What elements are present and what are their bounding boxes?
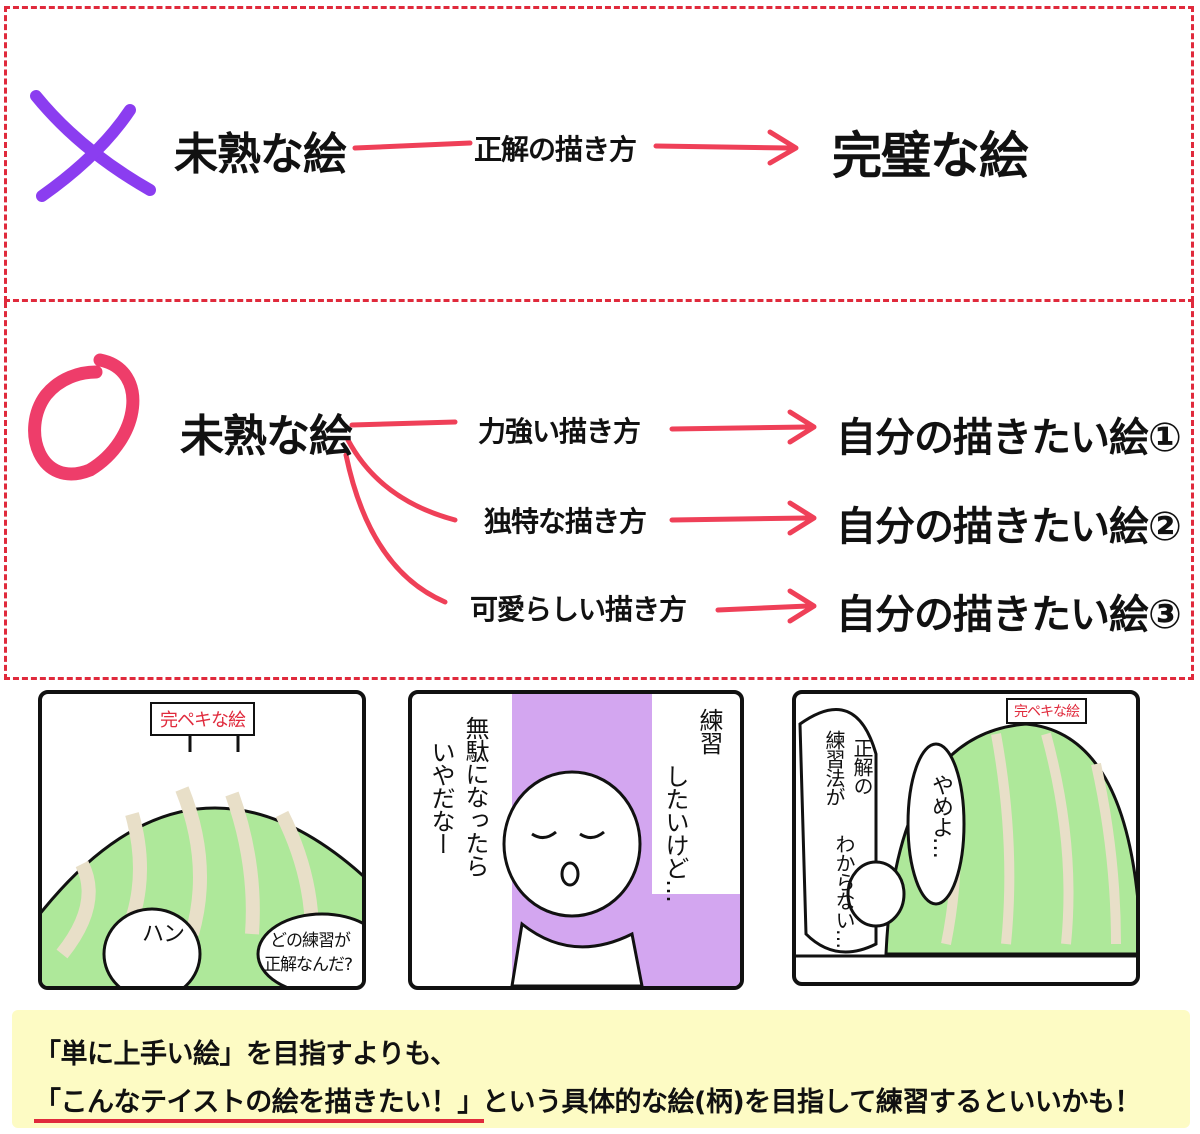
caption-line-2-emphasis: 「こんなテイストの絵を描きたい！」 (34, 1080, 484, 1123)
top-arrow (352, 140, 793, 151)
comic-panel-1: 完ペキな絵 ハン どの練習が 正解なんだ? (38, 690, 366, 990)
bottom-start-label: 未熟な絵 (180, 411, 353, 462)
caption-line-2-rest: という具体的な絵(柄)を目指して練習するといいかも！ (482, 1087, 1141, 1118)
route-2-arrow (345, 437, 811, 523)
hill-illustration-2 (796, 708, 1136, 958)
thought-2-line-2: いやだなー (427, 740, 455, 855)
sign-perfect-drawing-2: 完ペキな絵 (1006, 698, 1087, 724)
route-2-result: 自分の描きたい絵② (836, 504, 1182, 550)
speech-1-line-1: 正解の (850, 738, 874, 795)
right-circle-icon (28, 353, 140, 481)
top-method-label: 正解の描き方 (474, 133, 637, 166)
speech-2-text: やめよ… (928, 774, 953, 858)
route-2-method: 独特な描き方 (484, 505, 647, 538)
speech-line-2: 正解なんだ? (264, 955, 353, 975)
thought-1-line-1: 練習 (695, 708, 723, 754)
speech-1-line-3: わからない… (832, 834, 856, 948)
route-1-arrow (349, 419, 811, 432)
sfx-text: ハン (142, 922, 185, 947)
route-3-arrow (343, 452, 811, 613)
hill-illustration (42, 730, 362, 986)
top-result-label: 完璧な絵 (832, 127, 1029, 185)
route-1-result: 自分の描きたい絵① (836, 415, 1182, 461)
thought-1-line-2: したいけど… (661, 764, 689, 902)
wrong-approach-box (4, 6, 1194, 302)
speech-1-line-2: 練習法が (822, 730, 846, 806)
comic-panel-2: 練習 したいけど… 無駄になったら いやだなー (408, 690, 744, 990)
caption-line-1: 「単に上手い絵」を目指すよりも、 (34, 1039, 457, 1070)
route-3-result: 自分の描きたい絵③ (836, 592, 1182, 638)
right-approach-box (4, 302, 1194, 680)
route-1-method: 力強い描き方 (478, 415, 641, 448)
wrong-x-icon (30, 90, 156, 202)
route-3-method: 可愛らしい描き方 (470, 593, 687, 626)
diagram-arrows (28, 90, 817, 624)
conclusion-caption: 「単に上手い絵」を目指すよりも、 「こんなテイストの絵を描きたい！」 という具体… (12, 1010, 1190, 1128)
top-start-label: 未熟な絵 (174, 129, 347, 180)
comic-panel-3: 完ペキな絵 正解の 練習法が わからない… やめよ… (792, 690, 1140, 986)
speech-line-1: どの練習が (270, 931, 351, 951)
sign-perfect-drawing: 完ペキな絵 (150, 702, 255, 736)
thought-2-line-1: 無駄になったら (461, 716, 489, 877)
worry-illustration (502, 694, 740, 986)
